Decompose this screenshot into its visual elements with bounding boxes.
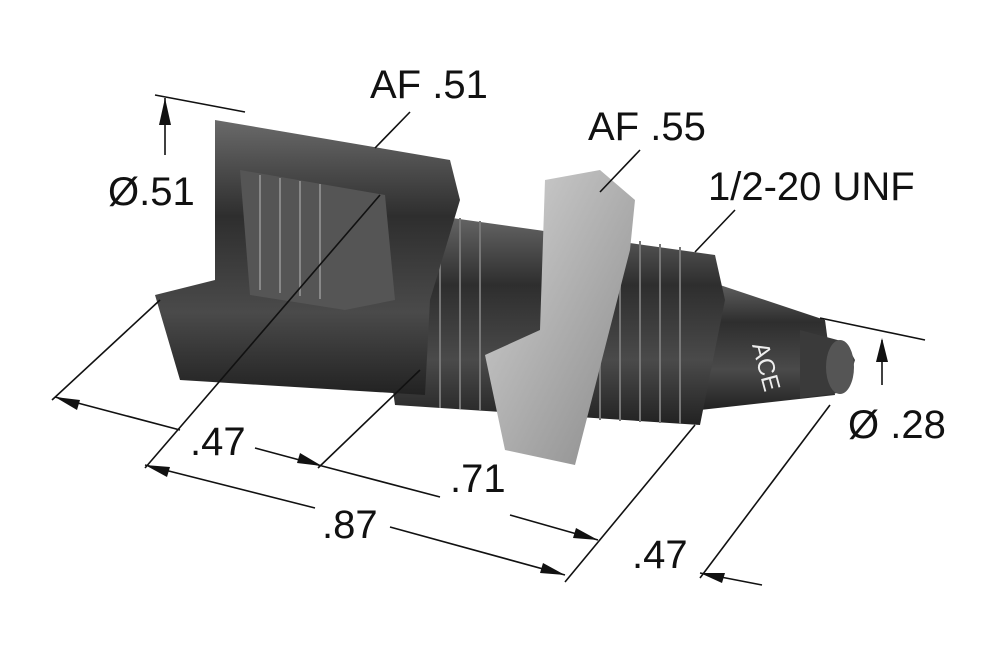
- label-dia-cap: Ø.51: [108, 170, 195, 214]
- rod-tip-face: [826, 340, 854, 394]
- label-len-cap: .47: [190, 420, 246, 464]
- part-model: [155, 120, 855, 465]
- thread-lines: [439, 215, 681, 424]
- label-len-total: .87: [322, 503, 378, 547]
- cap-cutaway: [240, 170, 395, 310]
- dimension-lines: [51, 94, 926, 586]
- label-dia-rod: Ø .28: [848, 403, 946, 447]
- label-len-rod: .47: [632, 533, 688, 577]
- label-len-thread: .71: [450, 457, 506, 501]
- label-af-cap: AF .51: [370, 63, 488, 107]
- internal-thread: [259, 175, 321, 299]
- label-af-nut: AF .55: [588, 105, 706, 149]
- label-thread: 1/2-20 UNF: [708, 165, 915, 209]
- hex-nut: [485, 170, 635, 465]
